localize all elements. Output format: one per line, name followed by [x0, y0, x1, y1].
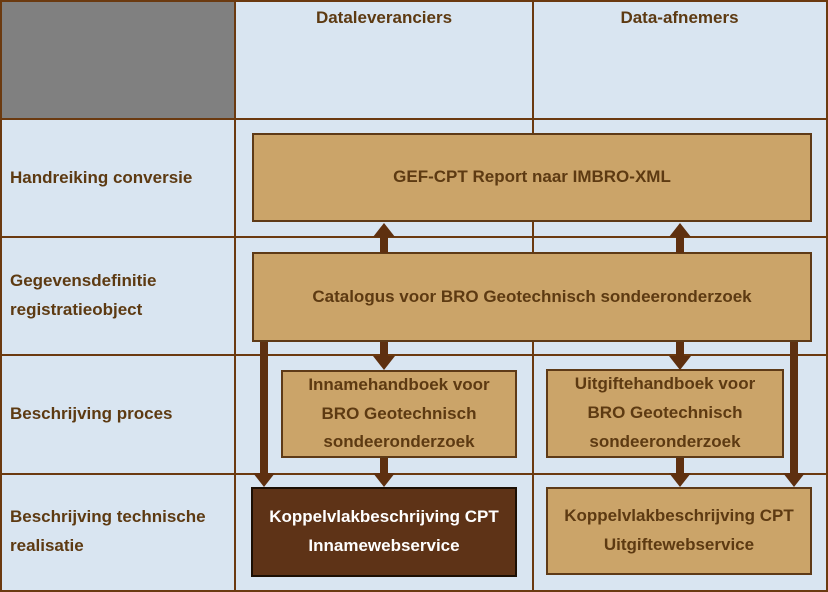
arrow-down-catalogus-to-koppelvlak-uitgifte: [783, 342, 805, 487]
grid-line-horizontal-1: [0, 118, 828, 120]
corner-cell: [0, 0, 235, 119]
row-label-handreiking-conversie: Handreiking conversie: [10, 167, 193, 187]
column-header-data-afnemers: Data-afnemers: [620, 8, 739, 27]
box-koppelvlakbeschrijving-cpt-uitgiftewebservice: Koppelvlakbeschrijving CPT Uitgiftewebse…: [546, 487, 812, 575]
grid-line-vertical-1: [234, 0, 236, 592]
arrowhead-down-icon: [373, 473, 395, 487]
arrowhead-down-icon: [783, 473, 805, 487]
arrow-up-catalogus-to-gefcpt-right: [669, 223, 691, 253]
box-uitgiftehandboek: Uitgiftehandboek voor BRO Geotechnisch s…: [546, 369, 784, 458]
box-koppelvlakbeschrijving-cpt-innamewebservice: Koppelvlakbeschrijving CPT Innamewebserv…: [251, 487, 517, 577]
arrow-down-catalogus-to-uitgiftehandboek: [669, 342, 691, 370]
arrowhead-down-icon: [373, 356, 395, 370]
arrow-down-catalogus-to-koppelvlak-inname: [253, 342, 275, 487]
row-label-beschrijving-technische-realisatie: Beschrijving technische realisatie: [10, 507, 206, 555]
arrowhead-up-icon: [373, 223, 395, 237]
arrowhead-down-icon: [669, 473, 691, 487]
box-innamehandboek: Innamehandboek voor BRO Geotechnisch son…: [281, 370, 517, 458]
arrow-down-uitgiftehandboek-to-koppelvlak: [669, 458, 691, 487]
column-header-dataleveranciers: Dataleveranciers: [315, 8, 453, 27]
grid-line-horizontal-2: [0, 236, 828, 238]
arrow-up-catalogus-to-gefcpt-left: [373, 223, 395, 253]
arrowhead-down-icon: [253, 473, 275, 487]
grid-line-horizontal-4: [0, 473, 828, 475]
box-gef-cpt-report-naar-imbro-xml: GEF-CPT Report naar IMBRO-XML: [252, 133, 812, 222]
arrowhead-down-icon: [669, 356, 691, 370]
box-catalogus-bro-geotechnisch-sondeeronderzoek: Catalogus voor BRO Geotechnisch sondeero…: [252, 252, 812, 342]
arrow-down-catalogus-to-innamehandboek: [373, 342, 395, 370]
grid-line-horizontal-3: [0, 354, 828, 356]
row-label-gegevensdefinitie-registratieobject: Gegevensdefinitie registratieobject: [10, 271, 157, 319]
arrowhead-up-icon: [669, 223, 691, 237]
arrow-down-innamehandboek-to-koppelvlak: [373, 458, 395, 487]
row-label-beschrijving-proces: Beschrijving proces: [10, 403, 173, 423]
